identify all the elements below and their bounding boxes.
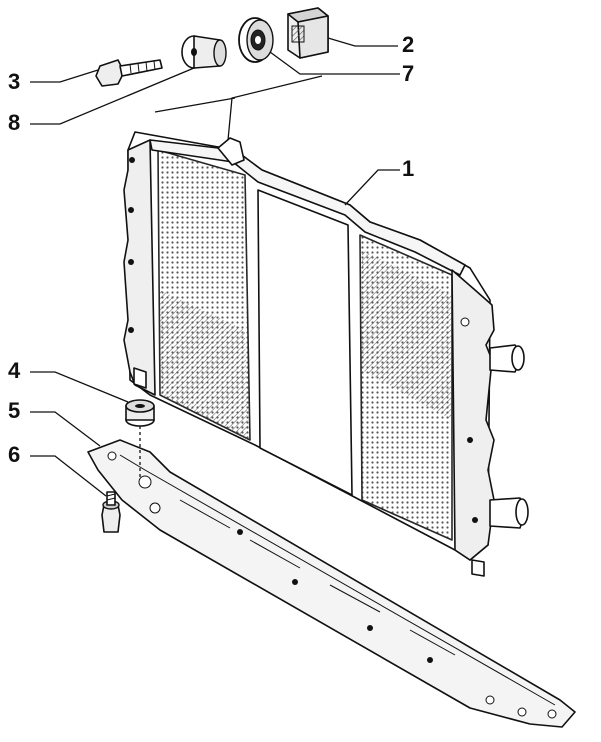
bracket-screw bbox=[101, 491, 121, 533]
callout-3: 3 bbox=[8, 69, 20, 94]
rubber-ring-seal bbox=[238, 17, 274, 63]
upper-mounting-bolt bbox=[95, 59, 163, 87]
leader-lines bbox=[30, 37, 400, 497]
callout-8: 8 bbox=[8, 110, 20, 135]
callout-2: 2 bbox=[402, 32, 414, 57]
mounting-bushing bbox=[181, 35, 227, 69]
radiator-core bbox=[123, 131, 529, 577]
lower-support-bracket bbox=[87, 439, 576, 728]
callout-labels: 1 2 3 4 5 6 7 8 bbox=[8, 32, 414, 467]
callout-7: 7 bbox=[402, 61, 414, 86]
callout-1: 1 bbox=[402, 156, 414, 181]
callout-6: 6 bbox=[8, 442, 20, 467]
callout-4: 4 bbox=[8, 358, 21, 383]
callout-5: 5 bbox=[8, 398, 20, 423]
rubber-cap-block bbox=[287, 7, 329, 59]
rubber-mount-grommet bbox=[125, 399, 155, 427]
